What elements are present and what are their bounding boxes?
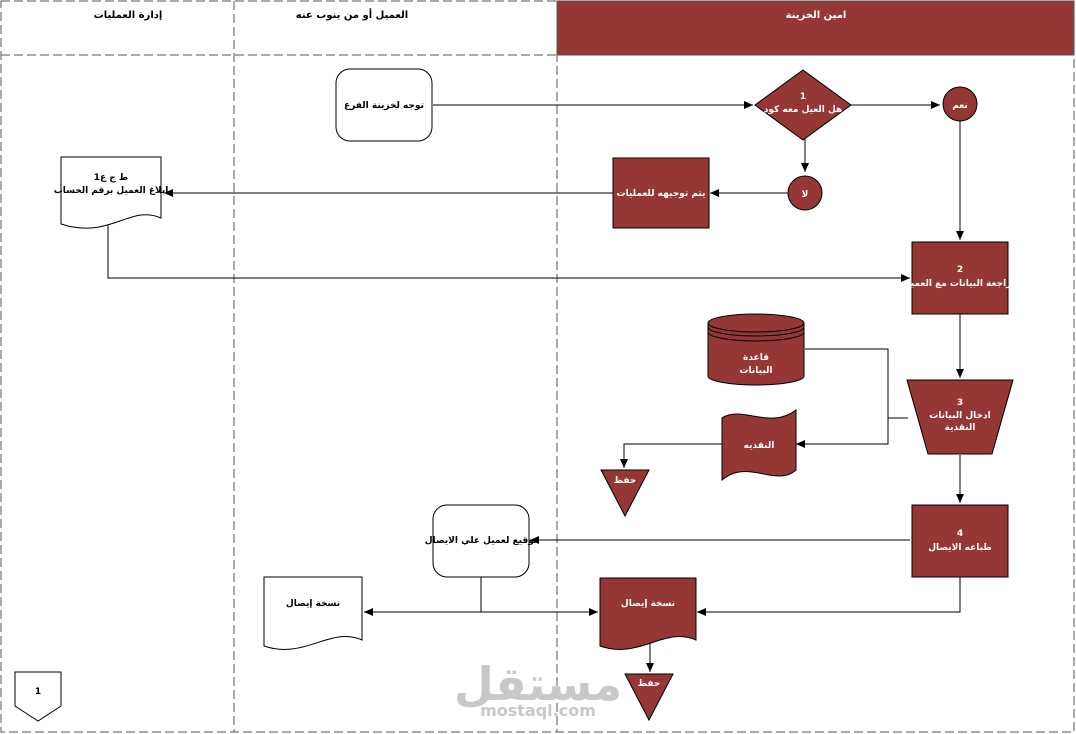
node-decision-number: 1 (800, 92, 806, 102)
node-go-to-branch-label: توجه لخزينة الفرع (344, 101, 424, 111)
node-cash-label: النقديه (744, 441, 775, 451)
node-database-label-2: البيانات (740, 366, 773, 376)
node-enter-cash-data: 3 ادخال البيانات النقدية (906, 379, 1014, 455)
connectors (107, 101, 964, 672)
node-entry-label-1: ادخال البيانات (929, 411, 991, 421)
node-store-1-label: حفظ (614, 476, 637, 486)
watermark-site: mostaql.com (480, 701, 596, 720)
node-yes-label: نعم (952, 101, 968, 111)
node-review-label: مراجعة البيانات مع العميل (903, 279, 1018, 289)
lane-header-operations: إدارة العمليات (94, 10, 163, 21)
line-database-to-cash (796, 348, 889, 448)
node-database: قاعدة البيانات (707, 313, 805, 386)
arrow-cash-to-store (620, 443, 722, 468)
node-redirect: يتم توجيهه للعمليات (612, 157, 710, 229)
node-review-number: 2 (957, 265, 963, 275)
node-entry-label-2: النقدية (945, 423, 976, 433)
node-store-1: حفظ (600, 469, 650, 518)
lane-header-cashier: امين الخزينة (786, 10, 847, 21)
node-cash-document: النقديه (721, 408, 797, 482)
node-database-label-1: قاعدة (743, 353, 769, 363)
node-decision-has-code: 1 هل العيل معه كود (754, 69, 852, 141)
watermark-brand: مستقل (454, 657, 622, 711)
node-form-title: ط ج ع1 (94, 173, 129, 183)
node-no: لا (787, 175, 823, 211)
node-store-2-label: حفظ (638, 679, 661, 689)
arrow-print-to-receipt (697, 577, 961, 616)
lane-header-cashier-bg (556, 0, 1075, 56)
lane-header-client: العميل أو من ينوب عنه (296, 8, 408, 21)
node-print-label: طباعه الايصال (928, 543, 992, 553)
node-yes: نعم (942, 86, 978, 122)
node-offpage-connector-label: 1 (35, 687, 41, 697)
arrow-form-to-review (107, 225, 910, 282)
node-receipt-copy-client-label: نسخة إيصال (286, 599, 340, 609)
node-form-label: ابلاغ العميل برقم الحساب (54, 186, 169, 196)
node-receipt-copy-cashier: نسخة إيصال (599, 577, 697, 650)
node-redirect-label: يتم توجيهه للعمليات (617, 189, 706, 199)
node-no-label: لا (802, 190, 809, 200)
node-offpage-connector: 1 (14, 671, 62, 722)
node-receipt-copy-client: نسخة إيصال (263, 576, 363, 650)
node-client-signs-label: توقيع لعميل علي الايصال (425, 536, 538, 546)
node-client-signs: توقيع لعميل علي الايصال (425, 504, 538, 578)
node-print-receipt: 4 طباعه الايصال (911, 504, 1009, 578)
node-decision-label: هل العيل معه كود (764, 105, 843, 115)
node-store-2: حفظ (624, 673, 674, 722)
node-review-data: 2 مراجعة البيانات مع العميل (903, 241, 1018, 315)
node-print-number: 4 (957, 529, 963, 539)
arrow-sign-to-receipt-cashier (480, 577, 598, 616)
node-entry-number: 3 (957, 398, 963, 408)
node-form-notify-account: ط ج ع1 ابلاغ العميل برقم الحساب (54, 156, 169, 229)
watermark: مستقل mostaql.com (454, 657, 622, 720)
node-go-to-branch: توجه لخزينة الفرع (335, 68, 433, 142)
node-receipt-copy-cashier-label: نسخة إيصال (621, 599, 675, 609)
